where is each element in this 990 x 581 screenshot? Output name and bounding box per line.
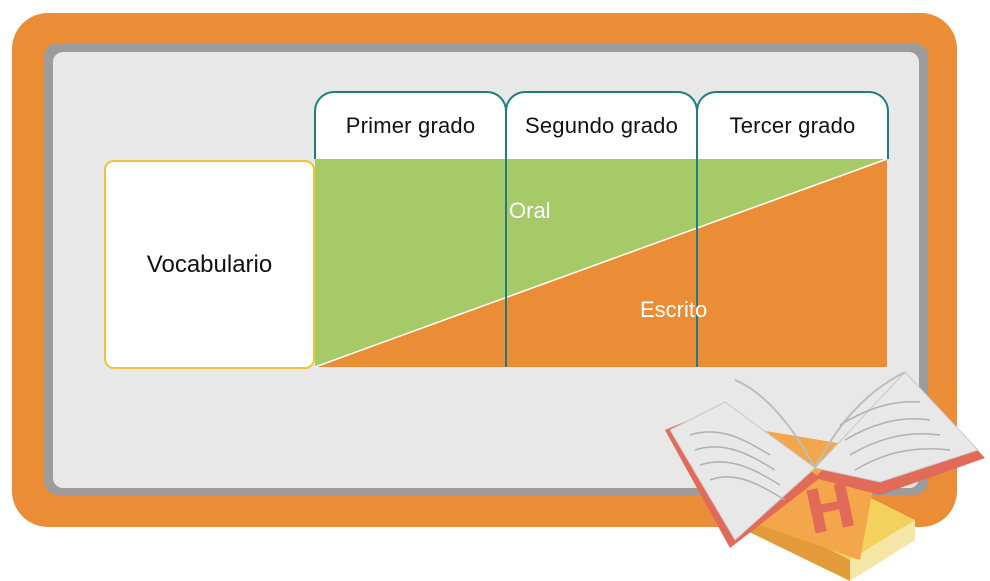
escrito-label: Escrito xyxy=(640,297,707,322)
diagonal-divider xyxy=(314,158,888,368)
row-label-vocabulario: Vocabulario xyxy=(104,160,315,369)
tab-segundo-grado: Segundo grado xyxy=(505,91,698,159)
tab-tercer-grado: Tercer grado xyxy=(696,91,889,159)
oral-label: Oral xyxy=(509,198,551,223)
